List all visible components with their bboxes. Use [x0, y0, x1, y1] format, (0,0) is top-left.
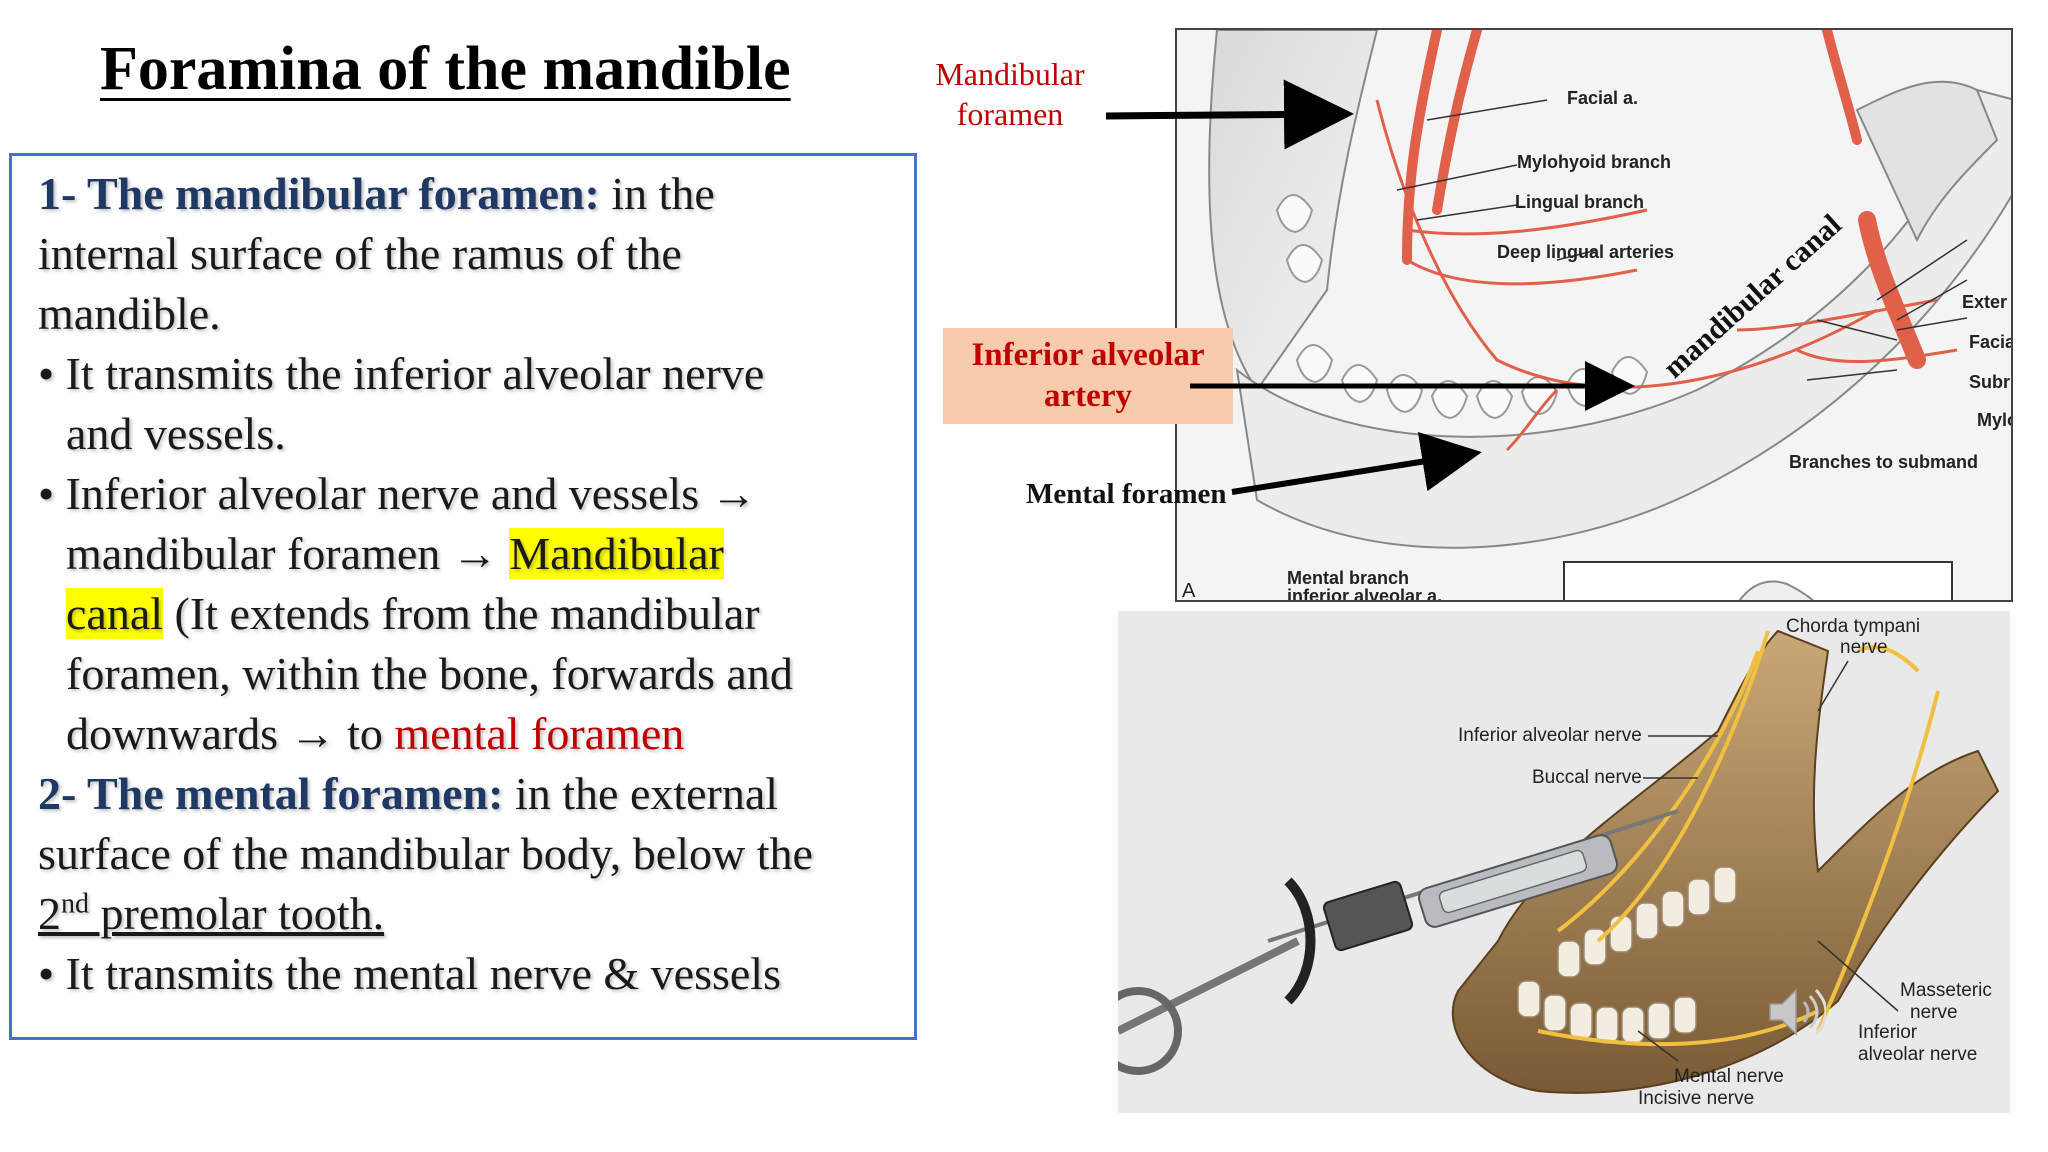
arrow-mandibular-foramen — [1105, 79, 1354, 150]
label-chorda-tympani: Chorda tympani — [1786, 616, 1921, 637]
text-line-1: 1- The mandibular foramen: in the — [38, 168, 715, 220]
text-span: in the — [599, 168, 715, 219]
label-deep-lingual-arteries: Deep lingual arteries — [1497, 242, 1675, 262]
label-incisive-nerve: Incisive nerve — [1638, 1088, 1755, 1109]
text-line-2: internal surface of the ramus of the — [38, 228, 682, 279]
superscript: nd — [61, 888, 89, 920]
label-exter: Exter — [1962, 292, 2008, 312]
text-span: premolar tooth. — [89, 888, 385, 939]
label-mylo: Mylo — [1977, 410, 2011, 430]
label-inferior-alveolar-nerve: Inferior alveolar nerve — [1458, 725, 1642, 746]
arrow-mental-foramen — [1231, 431, 1482, 495]
text-span: Inferior alveolar nerve and vessels → — [65, 468, 757, 519]
text-line-13: 2nd premolar tooth. — [38, 888, 384, 940]
panel-letter: A — [1182, 580, 1196, 602]
heading-mandibular-foramen: 1- The mandibular foramen: — [38, 168, 600, 219]
label-mylohyoid-branch: Mylohyoid branch — [1517, 152, 1672, 172]
text-span: It transmits the inferior alveolar nerve — [65, 348, 765, 399]
callout-text: Inferior alveolar — [971, 337, 1205, 373]
label-inferior-alveolar-a: inferior alveolar a. — [1287, 586, 1443, 602]
text-span: downwards → to — [66, 708, 395, 759]
speaker-icon-svg — [1769, 988, 1828, 1036]
label-masseteric-nerve: nerve — [1910, 1002, 1958, 1023]
label-inferior: Inferior — [1858, 1022, 1918, 1043]
text-span: in the external — [503, 768, 779, 819]
bullet-line-1: • It transmits the inferior alveolar ner… — [38, 348, 764, 400]
text-span: mandibular foramen → — [66, 528, 510, 579]
bullet-line-2: • Inferior alveolar nerve and vessels → — [38, 468, 757, 520]
label-alveolar-nerve: alveolar nerve — [1858, 1044, 1978, 1065]
label-facial-artery: Facial a. — [1567, 88, 1639, 108]
label-buccal-nerve: Buccal nerve — [1532, 767, 1642, 788]
bullet: • — [38, 948, 55, 999]
text-line-8: canal (It extends from the mandibular — [66, 588, 760, 640]
label-masseteric: Masseteric — [1900, 980, 1992, 1001]
heading-mental-foramen: 2- The mental foramen: — [38, 768, 504, 819]
text-line-10: downwards → to mental foramen — [66, 708, 684, 760]
text-box: 1- The mandibular foramen: in the intern… — [9, 153, 917, 1040]
callout-mandibular-foramen: Mandibular foramen — [920, 54, 1100, 134]
highlight-mandibular: Mandibular — [509, 528, 724, 579]
callout-inferior-alveolar-artery: Inferior alveolar artery — [943, 328, 1233, 424]
label-facia: Facia — [1969, 332, 2013, 352]
callout-mental-foramen: Mental foramen — [1026, 478, 1227, 510]
text-span: 2 — [38, 888, 61, 939]
callout-text: Mandibular — [935, 56, 1085, 92]
text-line-12: surface of the mandibular body, below th… — [38, 828, 813, 879]
speaker-icon[interactable] — [1766, 984, 1828, 1040]
text-line-9: foramen, within the bone, forwards and — [66, 648, 793, 699]
bullet: • — [38, 468, 55, 519]
text-line-11: 2- The mental foramen: in the external — [38, 768, 778, 820]
label-mental-branch: Mental branch — [1287, 568, 1410, 588]
nerve-block-illustration — [1118, 629, 2000, 1094]
mental-foramen-red: mental foramen — [394, 708, 685, 759]
label-branches-to-submandibular: Branches to submand — [1789, 452, 1979, 472]
label-subr: Subr — [1969, 372, 2011, 392]
text-span: (It extends from the mandibular — [163, 588, 760, 639]
label-lingual-branch: Lingual branch — [1515, 192, 1645, 212]
label-chorda-tympani-nerve: nerve — [1840, 637, 1888, 658]
text-line-5: and vessels. — [66, 408, 286, 459]
callout-text: artery — [1044, 378, 1132, 414]
callout-text: foramen — [956, 96, 1064, 132]
bullet-line-3: • It transmits the mental nerve & vessel… — [38, 948, 781, 1000]
text-line-7: mandibular foramen → Mandibular — [66, 528, 724, 580]
slide-title: Foramina of the mandible — [100, 35, 791, 103]
text-line-3: mandible. — [38, 288, 221, 339]
text-span: It transmits the mental nerve & vessels — [65, 948, 781, 999]
label-mental-nerve: Mental nerve — [1674, 1066, 1784, 1087]
bullet: • — [38, 348, 55, 399]
figure-nerve-block: Chorda tympani nerve Inferior alveolar n… — [1118, 611, 2010, 1113]
highlight-canal: canal — [66, 588, 164, 639]
